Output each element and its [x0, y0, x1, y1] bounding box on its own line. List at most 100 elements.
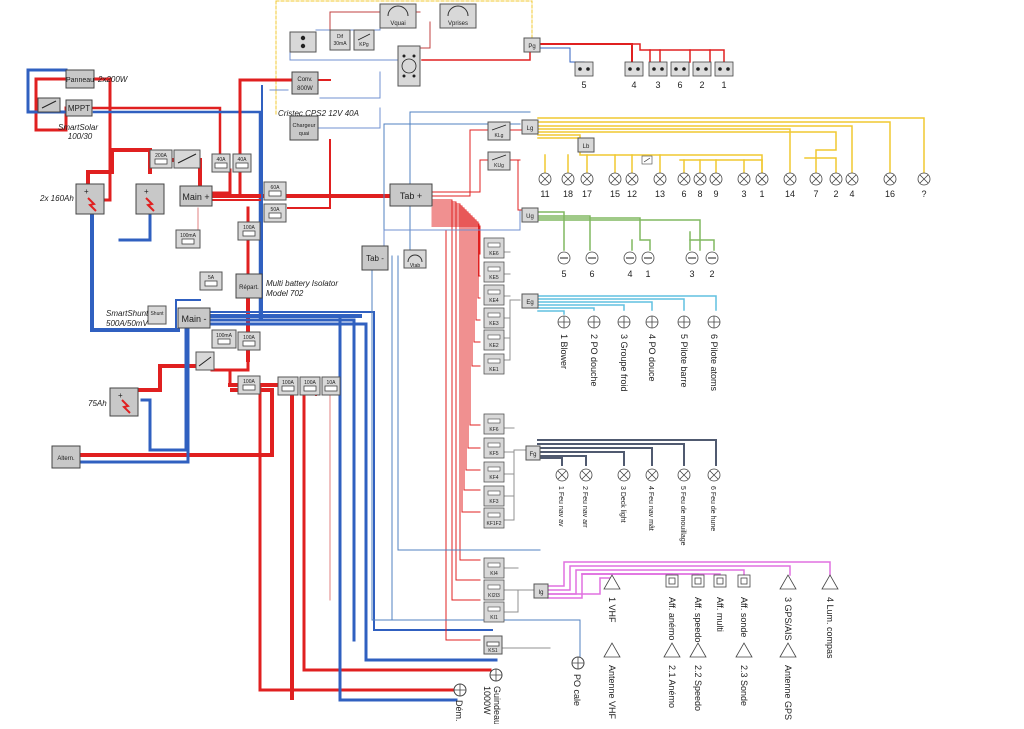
svg-text:100A: 100A [304, 380, 316, 386]
light-13: 2 [829, 172, 843, 199]
light-label: 18 [563, 189, 573, 199]
outlet-1: 4 [624, 61, 644, 90]
breaker-label: KF3 [489, 499, 498, 505]
svg-text:Chargeur: Chargeur [293, 123, 316, 129]
light-label: 17 [582, 189, 592, 199]
fuse-10a: 10A [321, 376, 341, 396]
svg-text:Main +: Main + [182, 192, 209, 202]
differential-breaker: Dif 30mA [329, 29, 351, 51]
fuse-40a-left: 40A [211, 153, 231, 173]
light-label: ? [921, 189, 926, 199]
usb-outlet-5: 2 [705, 251, 719, 279]
breaker-ke-5: KE1 [483, 353, 505, 375]
usb-label: 2 [709, 269, 714, 279]
svg-text:100A: 100A [243, 379, 255, 385]
load-fg-loads-4: 5 Feu de mouillage [677, 468, 691, 546]
light-8: 9 [709, 172, 723, 199]
load-label: 5 Feu de mouillage [679, 486, 686, 546]
ug-bus: Ug [521, 207, 539, 223]
usb-label: 3 [689, 269, 694, 279]
main-switch [173, 149, 201, 169]
wires [26, 0, 925, 702]
usb-label: 5 [561, 269, 566, 279]
breaker-ke-3: KE3 [483, 307, 505, 329]
instrument-6: 4 Lum. compas [821, 574, 839, 659]
svg-text:60A: 60A [271, 185, 281, 191]
load-label: 6 Pilote atoms [709, 334, 719, 392]
antenna-label: 2.3 Sonde [739, 665, 749, 706]
light-10: 1 [755, 172, 769, 199]
fuse-200a: 200A [149, 149, 173, 169]
windlass-power-label: 1000W [482, 686, 492, 715]
svg-text:Répart.: Répart. [239, 285, 259, 291]
outlet-label: 4 [631, 80, 636, 90]
solar-panel: Panneau [65, 69, 95, 89]
light-5: 13 [653, 172, 667, 199]
instrument-1: Aff. anémo [665, 574, 679, 640]
antenna-0: Antenne VHF [603, 642, 621, 720]
eg-bus: Eg [521, 293, 539, 309]
breaker-label: KE4 [489, 298, 499, 304]
instrument-label: Aff. multi [715, 597, 725, 632]
outlet-0: 5 [574, 61, 594, 90]
svg-text:+: + [84, 187, 89, 196]
isolator-label: Multi battery Isolator [266, 279, 338, 288]
outlet-label: 6 [677, 80, 682, 90]
svg-text:KUg: KUg [494, 163, 504, 169]
load-eg-loads-4: 5 Pilote barre [677, 315, 691, 388]
instrument-3: Aff. multi [713, 574, 727, 632]
svg-text:200A: 200A [155, 153, 167, 159]
load-eg-loads-0: 1 Blower [557, 315, 571, 369]
usb-outlet-1: 6 [585, 251, 599, 279]
instrument-4: Aff. sonde [737, 574, 751, 637]
svg-text:30mA: 30mA [333, 41, 347, 47]
starter-motor: Dém. [453, 683, 467, 722]
starter-motor-label: Dém. [454, 700, 464, 722]
instrument-5: 3 GPS/AIS [779, 574, 797, 641]
instrument-label: 4 Lum. compas [825, 597, 835, 659]
load-label: 6 Feu de hune [709, 486, 716, 531]
light-label: 6 [681, 189, 686, 199]
load-label: 2 Feu nav arr [581, 486, 588, 528]
breaker-label: KE3 [489, 321, 499, 327]
svg-text:Lg: Lg [527, 126, 534, 132]
bilge-pump: PO cale [571, 656, 585, 706]
instrument-label: 3 GPS/AIS [783, 597, 793, 641]
load-fg-loads-1: 2 Feu nav arr [579, 468, 593, 528]
fuse-5a: 5A [199, 271, 223, 291]
svg-text:40A: 40A [238, 157, 248, 163]
instrument-label: Aff. speedo [693, 597, 703, 642]
load-label: 4 PO douce [647, 334, 657, 382]
outlet-label: 2 [699, 80, 704, 90]
svg-text:Vtab: Vtab [410, 263, 421, 269]
antenna-2: 2.2 Speedo [689, 642, 707, 711]
klg-breaker: KLg [487, 121, 511, 141]
battery-isolator: Répart. [235, 273, 263, 299]
breaker-ki-1: KI2I3 [483, 579, 505, 601]
breaker-label: KE1 [489, 367, 499, 373]
vquai-meter: Vquai [379, 3, 417, 29]
fuse-40a-right: 40A [232, 153, 252, 173]
vprises-meter: Vprises [439, 3, 477, 29]
kug-breaker: KUg [487, 151, 511, 171]
light-1: 18 [561, 172, 575, 199]
light-label: 7 [813, 189, 818, 199]
light-3: 15 [608, 172, 622, 199]
svg-text:Altern.: Altern. [57, 456, 75, 462]
load-fg-loads-5: 6 Feu de hune [707, 468, 721, 531]
light-2: 17 [580, 172, 594, 199]
svg-text:Main -: Main - [181, 314, 206, 324]
light-label: 11 [540, 189, 549, 199]
lb-bus: Lb [577, 137, 595, 153]
usb-outlet-4: 3 [685, 251, 699, 279]
load-fg-loads-2: 3 Deck light [617, 468, 631, 523]
light-label: 15 [610, 189, 620, 199]
solar-switch [37, 97, 61, 113]
instrument-label: Aff. anémo [667, 597, 677, 640]
main-plus-busbar: Main + [179, 185, 213, 207]
